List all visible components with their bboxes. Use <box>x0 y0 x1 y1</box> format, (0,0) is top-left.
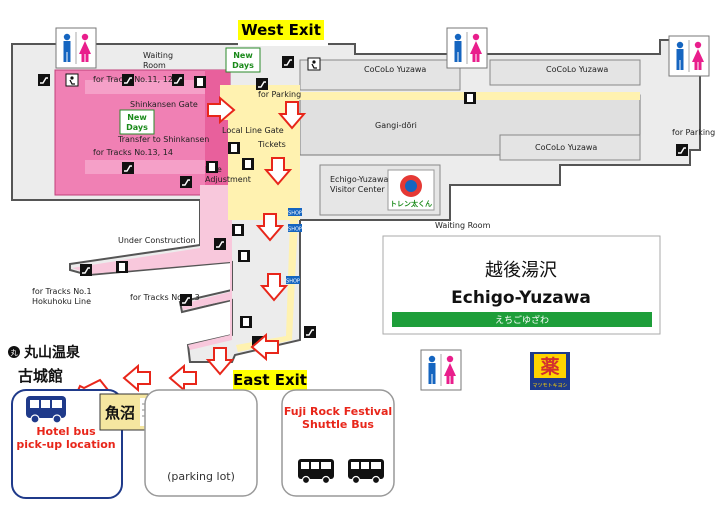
cocolo-label: CoCoLo Yuzawa <box>364 65 426 74</box>
newdays-logo: New Days <box>225 47 261 73</box>
waiting-room-mid-label: Waiting Room <box>435 221 491 230</box>
restroom-icon <box>668 35 710 77</box>
hotel-name: 丸 丸山温泉 古城館 <box>8 344 81 385</box>
escalator-icon <box>121 73 135 87</box>
coin-locker-icon <box>232 224 244 236</box>
svg-text:トレン太くん: トレン太くん <box>390 199 432 208</box>
station-name-ja: 越後湯沢 <box>485 260 557 281</box>
svg-text:SHOP: SHOP <box>288 211 302 217</box>
atm-icon <box>228 142 240 154</box>
shop-tag: SHOP <box>288 208 302 217</box>
hotel-name-line2: 古城館 <box>18 367 63 385</box>
pharmacy-logo: 薬 マツモトキヨシ <box>530 352 570 390</box>
shop-tag: SHOP <box>286 276 300 285</box>
escalator-icon <box>255 77 269 91</box>
escalator-icon <box>171 73 185 87</box>
svg-text:SHOP: SHOP <box>286 279 300 285</box>
escalator-icon <box>213 237 227 251</box>
west-exit-opening <box>238 38 328 46</box>
tracks-2-3-label: for Tracks No.2, 3 <box>130 293 200 302</box>
newdays-logo: New Days <box>119 109 155 135</box>
svg-text:丸: 丸 <box>11 348 18 357</box>
escalator-icon <box>179 293 193 307</box>
for-parking-label: for Parking <box>258 90 301 99</box>
station-name-kana: えちごゆざわ <box>495 314 549 326</box>
escalator-icon <box>179 175 193 189</box>
svg-text:マツモトキヨシ: マツモトキヨシ <box>532 383 567 389</box>
wheelchair-icon <box>307 57 321 71</box>
parking-lot-area <box>144 389 258 497</box>
elevator-icon <box>206 161 218 173</box>
shop-tag: SHOP <box>288 224 302 233</box>
arrow-icon <box>169 365 197 391</box>
svg-text:New: New <box>233 51 253 60</box>
escalator-icon <box>303 325 317 339</box>
cocolo-label: CoCoLo Yuzawa <box>535 143 597 152</box>
for-parking-right-label: for Parking <box>672 128 715 137</box>
visitor-center-logo: トレン太くん <box>387 169 435 211</box>
restroom-icon <box>55 27 97 69</box>
svg-text:Days: Days <box>126 123 148 132</box>
elevator-icon <box>464 92 476 104</box>
wheelchair-icon <box>65 73 79 87</box>
local-line-area <box>72 185 232 350</box>
local-line-gate-label: Local Line Gate <box>222 126 284 135</box>
elevator-icon <box>116 261 128 273</box>
hotel-name-line1: 丸山温泉 <box>23 344 81 361</box>
station-name-en: Echigo-Yuzawa <box>451 288 591 308</box>
station-sign: 越後湯沢 Echigo-Yuzawa えちごゆざわ <box>382 235 661 335</box>
elevator-icon <box>240 316 252 328</box>
east-exit-label: East Exit <box>233 371 307 389</box>
escalator-icon <box>281 55 295 69</box>
atm-icon <box>242 158 254 170</box>
svg-text:薬: 薬 <box>539 355 559 378</box>
svg-text:魚沼: 魚沼 <box>105 404 135 422</box>
elevator-icon <box>238 250 250 262</box>
west-exit-label: West Exit <box>241 21 321 39</box>
shinkansen-gate-label: Shinkansen Gate <box>130 100 198 109</box>
tickets-label: Tickets <box>257 140 286 149</box>
east-exit-label-bg <box>233 370 307 390</box>
arrow-icon <box>123 365 151 391</box>
platform-strip <box>85 160 205 174</box>
elevator-icon <box>194 76 206 88</box>
tracks-13-14-label: for Tracks No.13, 14 <box>93 148 173 157</box>
restroom-icon <box>446 27 488 69</box>
escalator-icon <box>79 263 93 277</box>
svg-text:Days: Days <box>232 61 254 70</box>
svg-text:SHOP: SHOP <box>288 227 302 233</box>
svg-text:New: New <box>127 113 147 122</box>
route-to-east-exit <box>220 85 640 352</box>
transfer-shinkansen-label: Transfer to Shinkansen <box>117 135 209 144</box>
parking-lot-label: (parking lot) <box>167 470 235 483</box>
under-construction-label: Under Construction <box>118 236 196 245</box>
escalator-icon <box>121 161 135 175</box>
gangi-dori-label: Gangi-dōri <box>375 121 417 130</box>
restroom-icon <box>420 349 462 391</box>
escalator-icon <box>37 73 51 87</box>
escalator-icon <box>675 143 689 157</box>
cocolo-label: CoCoLo Yuzawa <box>546 65 608 74</box>
west-exit-label-bg <box>238 20 324 40</box>
